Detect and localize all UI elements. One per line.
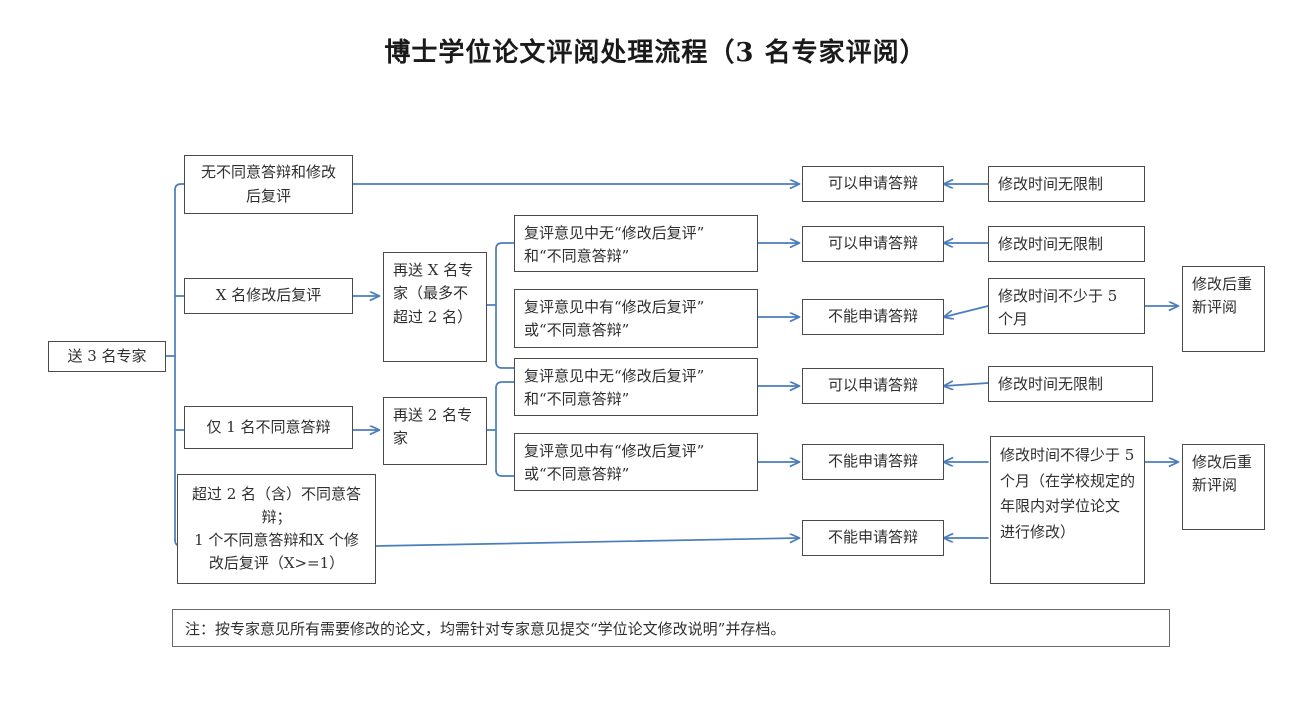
node-branch-one-objection-label: 仅 1 名不同意答辩: [206, 417, 331, 436]
page-title: 博士学位论文评阅处理流程（3 名专家评阅）: [384, 38, 927, 68]
node-re-review-2-label: 修改后重 新评阅: [1192, 453, 1253, 495]
node-time-unlimited-3-label: 修改时间无限制: [998, 375, 1104, 393]
node-time-unlimited-1[interactable]: 修改时间无限制: [988, 166, 1145, 202]
node-branch-no-objection-label: 无不同意答辩和修改 后复评: [200, 163, 336, 205]
node-cannot-apply-1-label: 不能申请答辩: [827, 307, 918, 326]
node-cannot-apply-2[interactable]: 不能申请答辩: [802, 444, 944, 480]
node-branch-x-revise-label: X 名修改后复评: [215, 286, 322, 305]
node-re-review-2[interactable]: 修改后重 新评阅: [1182, 444, 1265, 530]
node-cannot-apply-1[interactable]: 不能申请答辩: [802, 299, 944, 335]
node-can-apply-2[interactable]: 可以申请答辩: [802, 226, 944, 262]
connector-resendx-to-review-a-some: [495, 361, 515, 369]
node-review-a-none-label: 复评意见中无“修改后复评” 和“不同意答辩”: [524, 224, 705, 266]
node-branch-x-revise[interactable]: X 名修改后复评: [184, 278, 353, 314]
node-review-b-some[interactable]: 复评意见中有“修改后复评” 或“不同意答辩”: [514, 433, 758, 491]
node-review-a-none[interactable]: 复评意见中无“修改后复评” 和“不同意答辩”: [514, 215, 758, 272]
node-time-min-five-months-label: 修改时间不少于 5 个月: [998, 287, 1118, 329]
node-can-apply-2-label: 可以申请答辩: [827, 234, 918, 253]
node-time-min-five-months-detail[interactable]: 修改时间不得少于 5 个月（在学校规定的 年限内对学位论文 进行修改）: [990, 436, 1145, 584]
node-resend-two-experts-label: 再送 2 名专 家: [393, 406, 473, 448]
connector-time-5mo-to-cannot-apply-1: [944, 305, 989, 317]
node-time-unlimited-1-label: 修改时间无限制: [998, 175, 1104, 193]
node-time-unlimited-3[interactable]: 修改时间无限制: [988, 366, 1153, 402]
node-branch-two-or-more[interactable]: 超过 2 名（含）不同意答 辩； 1 个不同意答辩和X 个修 改后复评（X>=1…: [177, 474, 376, 584]
node-can-apply-1-label: 可以申请答辩: [827, 174, 918, 193]
connector-resendx-to-review-a-none: [495, 242, 515, 250]
connector-time-3-to-can-apply-3: [944, 383, 989, 386]
node-re-review-1[interactable]: 修改后重 新评阅: [1182, 266, 1265, 352]
node-can-apply-3[interactable]: 可以申请答辩: [802, 368, 944, 404]
node-review-b-some-label: 复评意见中有“修改后复评” 或“不同意答辩”: [524, 442, 705, 484]
node-review-a-some[interactable]: 复评意见中有“修改后复评” 或“不同意答辩”: [514, 289, 758, 348]
node-re-review-1-label: 修改后重 新评阅: [1192, 275, 1253, 317]
node-resend-two-experts[interactable]: 再送 2 名专 家: [383, 397, 487, 465]
node-start-label: 送 3 名专家: [67, 346, 147, 365]
connector-branch4-to-cannot-apply-3: [375, 538, 799, 547]
node-time-unlimited-2-label: 修改时间无限制: [998, 235, 1104, 253]
connector-resend2-to-review-b-some: [495, 469, 515, 477]
footnote-text: 注：按专家意见所有需要修改的论文，均需针对专家意见提交“学位论文修改说明”并存档…: [185, 619, 786, 638]
node-can-apply-3-label: 可以申请答辩: [827, 376, 918, 395]
node-review-a-some-label: 复评意见中有“修改后复评” 或“不同意答辩”: [524, 298, 705, 340]
node-branch-two-or-more-label: 超过 2 名（含）不同意答 辩； 1 个不同意答辩和X 个修 改后复评（X>=1…: [191, 484, 362, 573]
node-branch-no-objection[interactable]: 无不同意答辩和修改 后复评: [184, 155, 353, 214]
node-cannot-apply-2-label: 不能申请答辩: [827, 452, 918, 471]
connector-resend2-to-review-b-none: [495, 381, 515, 389]
connector-trunk-to-branch1: [174, 183, 185, 191]
node-resend-x-experts[interactable]: 再送 X 名专 家（最多不 超过 2 名）: [383, 252, 487, 362]
node-review-b-none[interactable]: 复评意见中无“修改后复评” 和“不同意答辩”: [514, 358, 758, 416]
node-cannot-apply-3[interactable]: 不能申请答辩: [802, 520, 944, 556]
footnote-box: 注：按专家意见所有需要修改的论文，均需针对专家意见提交“学位论文修改说明”并存档…: [172, 609, 1170, 647]
node-time-min-five-months-detail-label: 修改时间不得少于 5 个月（在学校规定的 年限内对学位论文 进行修改）: [1000, 446, 1136, 541]
node-time-min-five-months[interactable]: 修改时间不少于 5 个月: [988, 278, 1145, 334]
node-time-unlimited-2[interactable]: 修改时间无限制: [988, 226, 1145, 262]
node-can-apply-1[interactable]: 可以申请答辩: [802, 166, 944, 202]
node-start[interactable]: 送 3 名专家: [48, 341, 166, 372]
node-review-b-none-label: 复评意见中无“修改后复评” 和“不同意答辩”: [524, 367, 705, 409]
node-resend-x-experts-label: 再送 X 名专 家（最多不 超过 2 名）: [393, 261, 474, 326]
node-cannot-apply-3-label: 不能申请答辩: [827, 528, 918, 547]
node-branch-one-objection[interactable]: 仅 1 名不同意答辩: [184, 406, 353, 449]
